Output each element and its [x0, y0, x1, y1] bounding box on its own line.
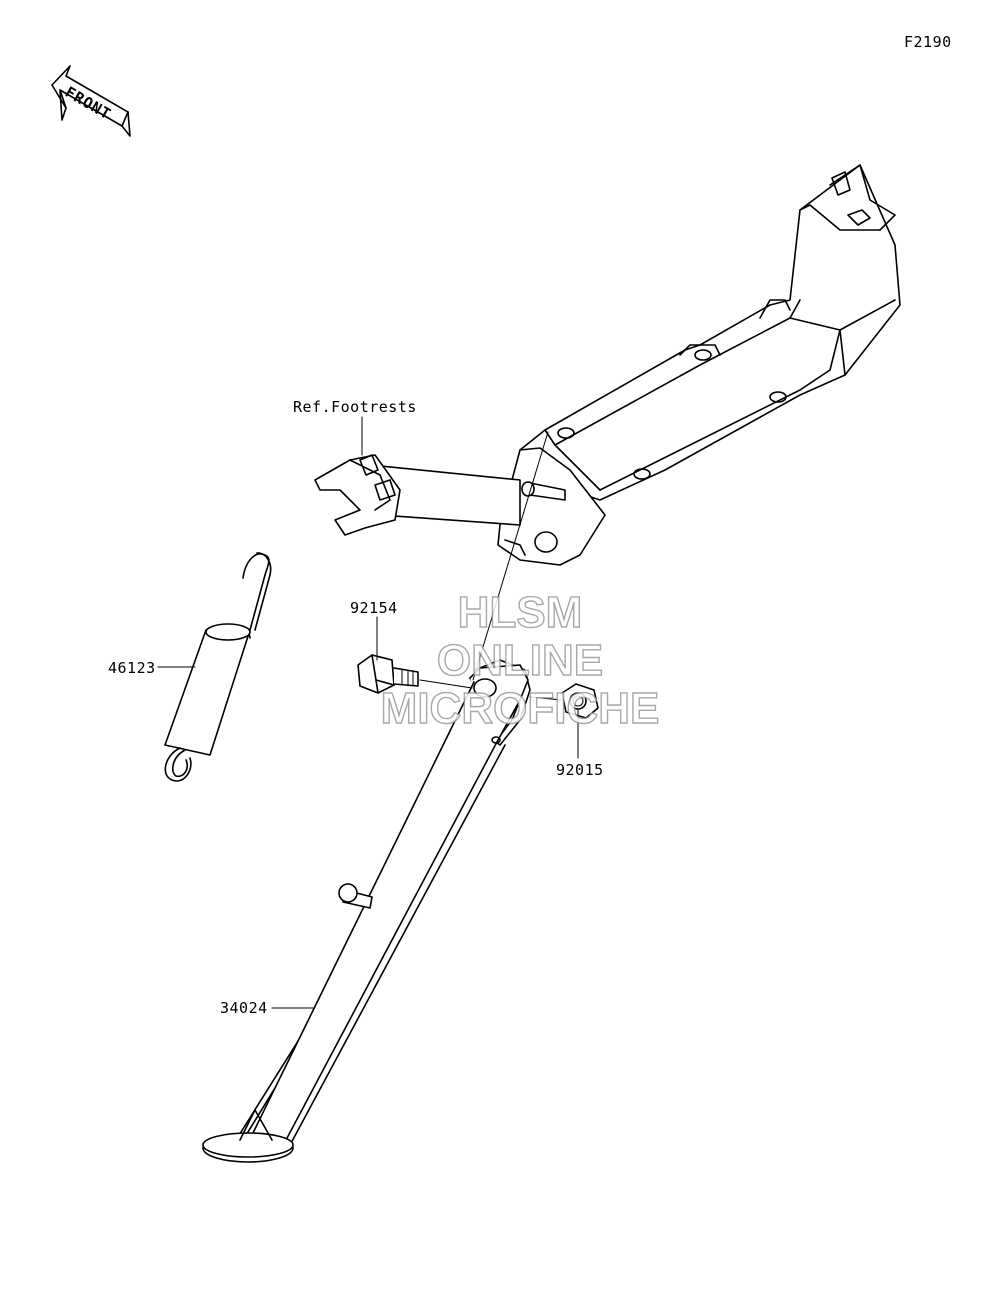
watermark-line1: HLSM	[457, 587, 583, 637]
bolt	[357, 654, 473, 694]
part-number-92015: 92015	[556, 761, 604, 779]
axis-line	[472, 431, 549, 681]
leader-lines	[157, 416, 579, 1009]
watermark-line3: MICROFICHE	[380, 683, 660, 733]
front-arrow-icon: FRONT	[51, 65, 131, 137]
figure-code: F2190	[904, 33, 952, 51]
nut	[529, 683, 599, 719]
side-stand	[202, 659, 531, 1163]
reference-label: Ref.Footrests	[293, 398, 417, 416]
footrest-bracket	[314, 164, 901, 566]
spring	[164, 552, 272, 782]
part-number-34024: 34024	[220, 999, 268, 1017]
part-number-92154: 92154	[350, 599, 398, 617]
part-number-46123: 46123	[108, 659, 156, 677]
watermark-line2: ONLINE	[436, 635, 604, 685]
